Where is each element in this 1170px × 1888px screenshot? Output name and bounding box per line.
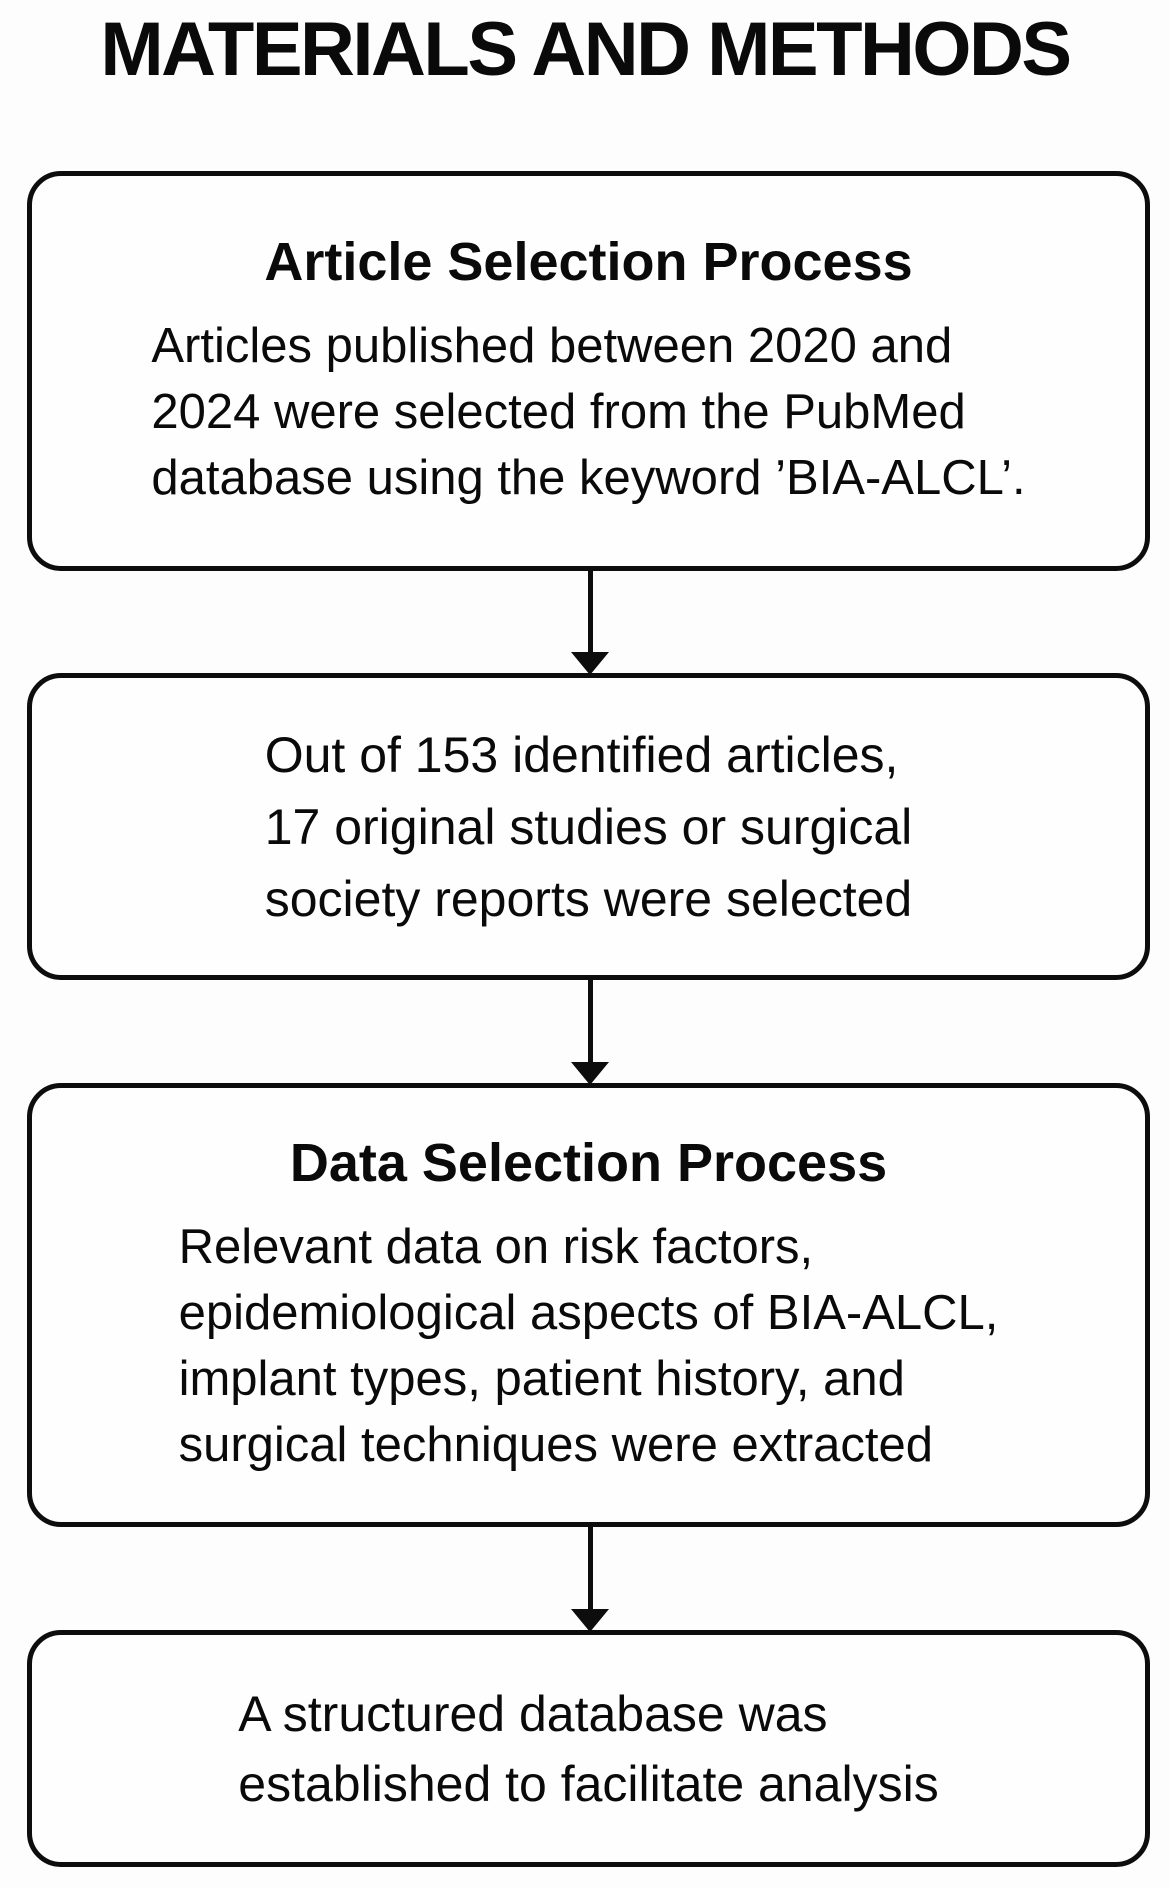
- flow-arrow-3: [571, 1525, 609, 1632]
- box-body-data-selection: Relevant data on risk factors, epidemiol…: [178, 1220, 999, 1472]
- box-header-article-selection: Article Selection Process: [264, 232, 913, 292]
- flow-box-data-selection: Data Selection Process Relevant data on …: [27, 1083, 1150, 1527]
- flow-arrow-2: [571, 978, 609, 1085]
- box-body-articles-identified: Out of 153 identified articles, 17 origi…: [264, 726, 913, 927]
- box-body-structured-database: A structured database was established to…: [238, 1685, 939, 1812]
- flow-box-article-selection: Article Selection Process Articles publi…: [27, 171, 1150, 571]
- arrow-line: [587, 1525, 593, 1609]
- arrow-down-icon: [571, 652, 609, 675]
- flow-box-structured-database: A structured database was established to…: [27, 1630, 1150, 1867]
- arrow-down-icon: [571, 1609, 609, 1632]
- arrow-down-icon: [571, 1062, 609, 1085]
- arrow-line: [587, 569, 593, 652]
- flow-box-articles-identified: Out of 153 identified articles, 17 origi…: [27, 673, 1150, 980]
- page-title: MATERIALS AND METHODS: [100, 7, 1072, 92]
- box-header-data-selection: Data Selection Process: [289, 1133, 888, 1193]
- arrow-line: [587, 978, 593, 1062]
- box-body-article-selection: Articles published between 2020 and 2024…: [151, 319, 1026, 505]
- flow-arrow-1: [571, 569, 609, 675]
